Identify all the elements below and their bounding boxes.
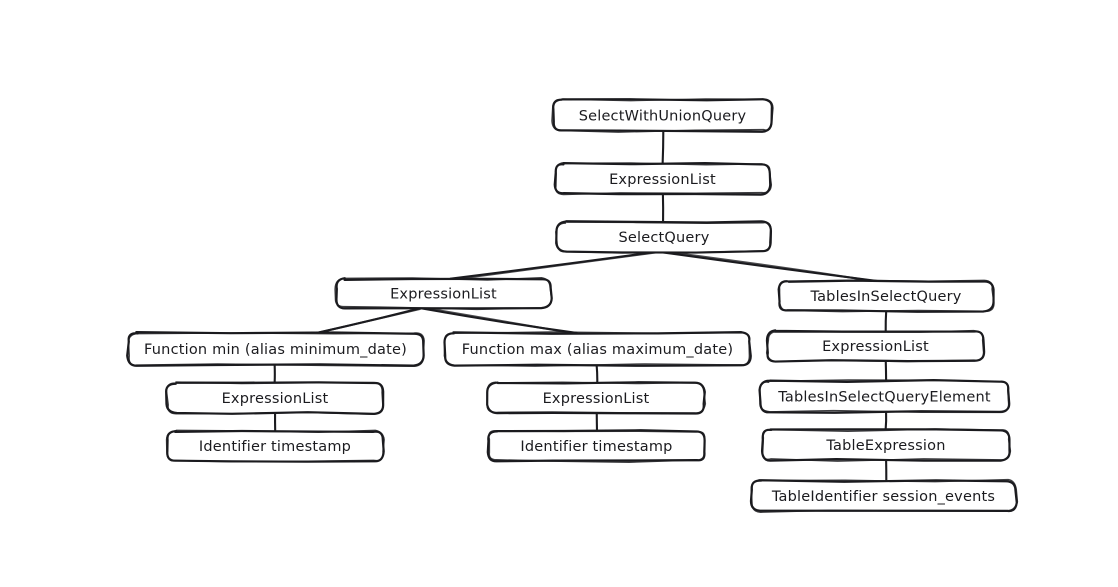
node-label: TableIdentifier session_events [771, 489, 995, 505]
node-label: ExpressionList [822, 339, 929, 355]
node-outline-sketch [334, 276, 553, 311]
node-label: ExpressionList [609, 172, 716, 188]
node-outline-sketch [765, 329, 985, 363]
edge-n4-n6 [315, 307, 422, 334]
ast-node[interactable]: TablesInSelectQuery [777, 279, 995, 313]
edge-n3-n5 [660, 250, 883, 284]
node-outline-sketch [778, 279, 995, 313]
node-outline-sketch [488, 429, 706, 463]
edge-n7-n10 [595, 363, 599, 384]
ast-node[interactable]: Identifier timestamp [165, 429, 385, 463]
ast-node[interactable]: TableIdentifier session_events [749, 478, 1019, 513]
edge-n4-n7 [418, 306, 579, 336]
ast-node[interactable]: Identifier timestamp [486, 429, 706, 463]
node-outline-sketch [761, 428, 1012, 462]
node-outline-sketch [750, 478, 1019, 513]
node-label: Identifier timestamp [520, 439, 672, 455]
node-outline-sketch [551, 98, 774, 133]
ast-node[interactable]: ExpressionList [165, 381, 385, 415]
node-label: Function min (alias minimum_date) [144, 342, 407, 358]
edge-n11-n14 [884, 410, 888, 432]
node-outline-sketch [443, 331, 751, 367]
ast-node[interactable]: TablesInSelectQueryElement [758, 379, 1011, 414]
edge-n1-n2 [661, 130, 665, 165]
node-outline-sketch [165, 381, 384, 415]
ast-node[interactable]: TableExpression [760, 428, 1012, 462]
node-layer: SelectWithUnionQueryExpressionListSelect… [126, 98, 1019, 513]
node-outline-sketch [555, 221, 772, 254]
node-label: SelectQuery [619, 230, 710, 246]
node-label: ExpressionList [390, 287, 497, 303]
node-label: ExpressionList [543, 391, 650, 407]
ast-node[interactable]: ExpressionList [486, 381, 707, 415]
ast-node[interactable]: Function max (alias maximum_date) [443, 331, 752, 367]
ast-node[interactable]: Function min (alias minimum_date) [126, 331, 425, 368]
edge-n5-n8 [884, 309, 888, 332]
node-label: TablesInSelectQueryElement [777, 390, 991, 406]
node-outline-sketch [486, 381, 707, 414]
node-label: SelectWithUnionQuery [579, 109, 747, 125]
ast-node[interactable]: ExpressionList [334, 276, 553, 311]
node-outline-sketch [127, 332, 425, 368]
node-label: Identifier timestamp [199, 439, 351, 455]
ast-node[interactable]: ExpressionList [765, 329, 986, 363]
ast-node[interactable]: SelectQuery [555, 220, 773, 254]
ast-node[interactable]: ExpressionList [553, 161, 773, 196]
node-outline-sketch [759, 379, 1010, 414]
node-label: TableExpression [825, 438, 945, 454]
ast-node[interactable]: SelectWithUnionQuery [551, 98, 774, 133]
node-outline-sketch [165, 429, 385, 463]
node-label: TablesInSelectQuery [809, 289, 961, 305]
edge-n3-n4 [447, 250, 664, 282]
node-label: ExpressionList [222, 391, 329, 407]
node-outline-sketch [555, 161, 773, 196]
node-label: Function max (alias maximum_date) [462, 342, 733, 358]
